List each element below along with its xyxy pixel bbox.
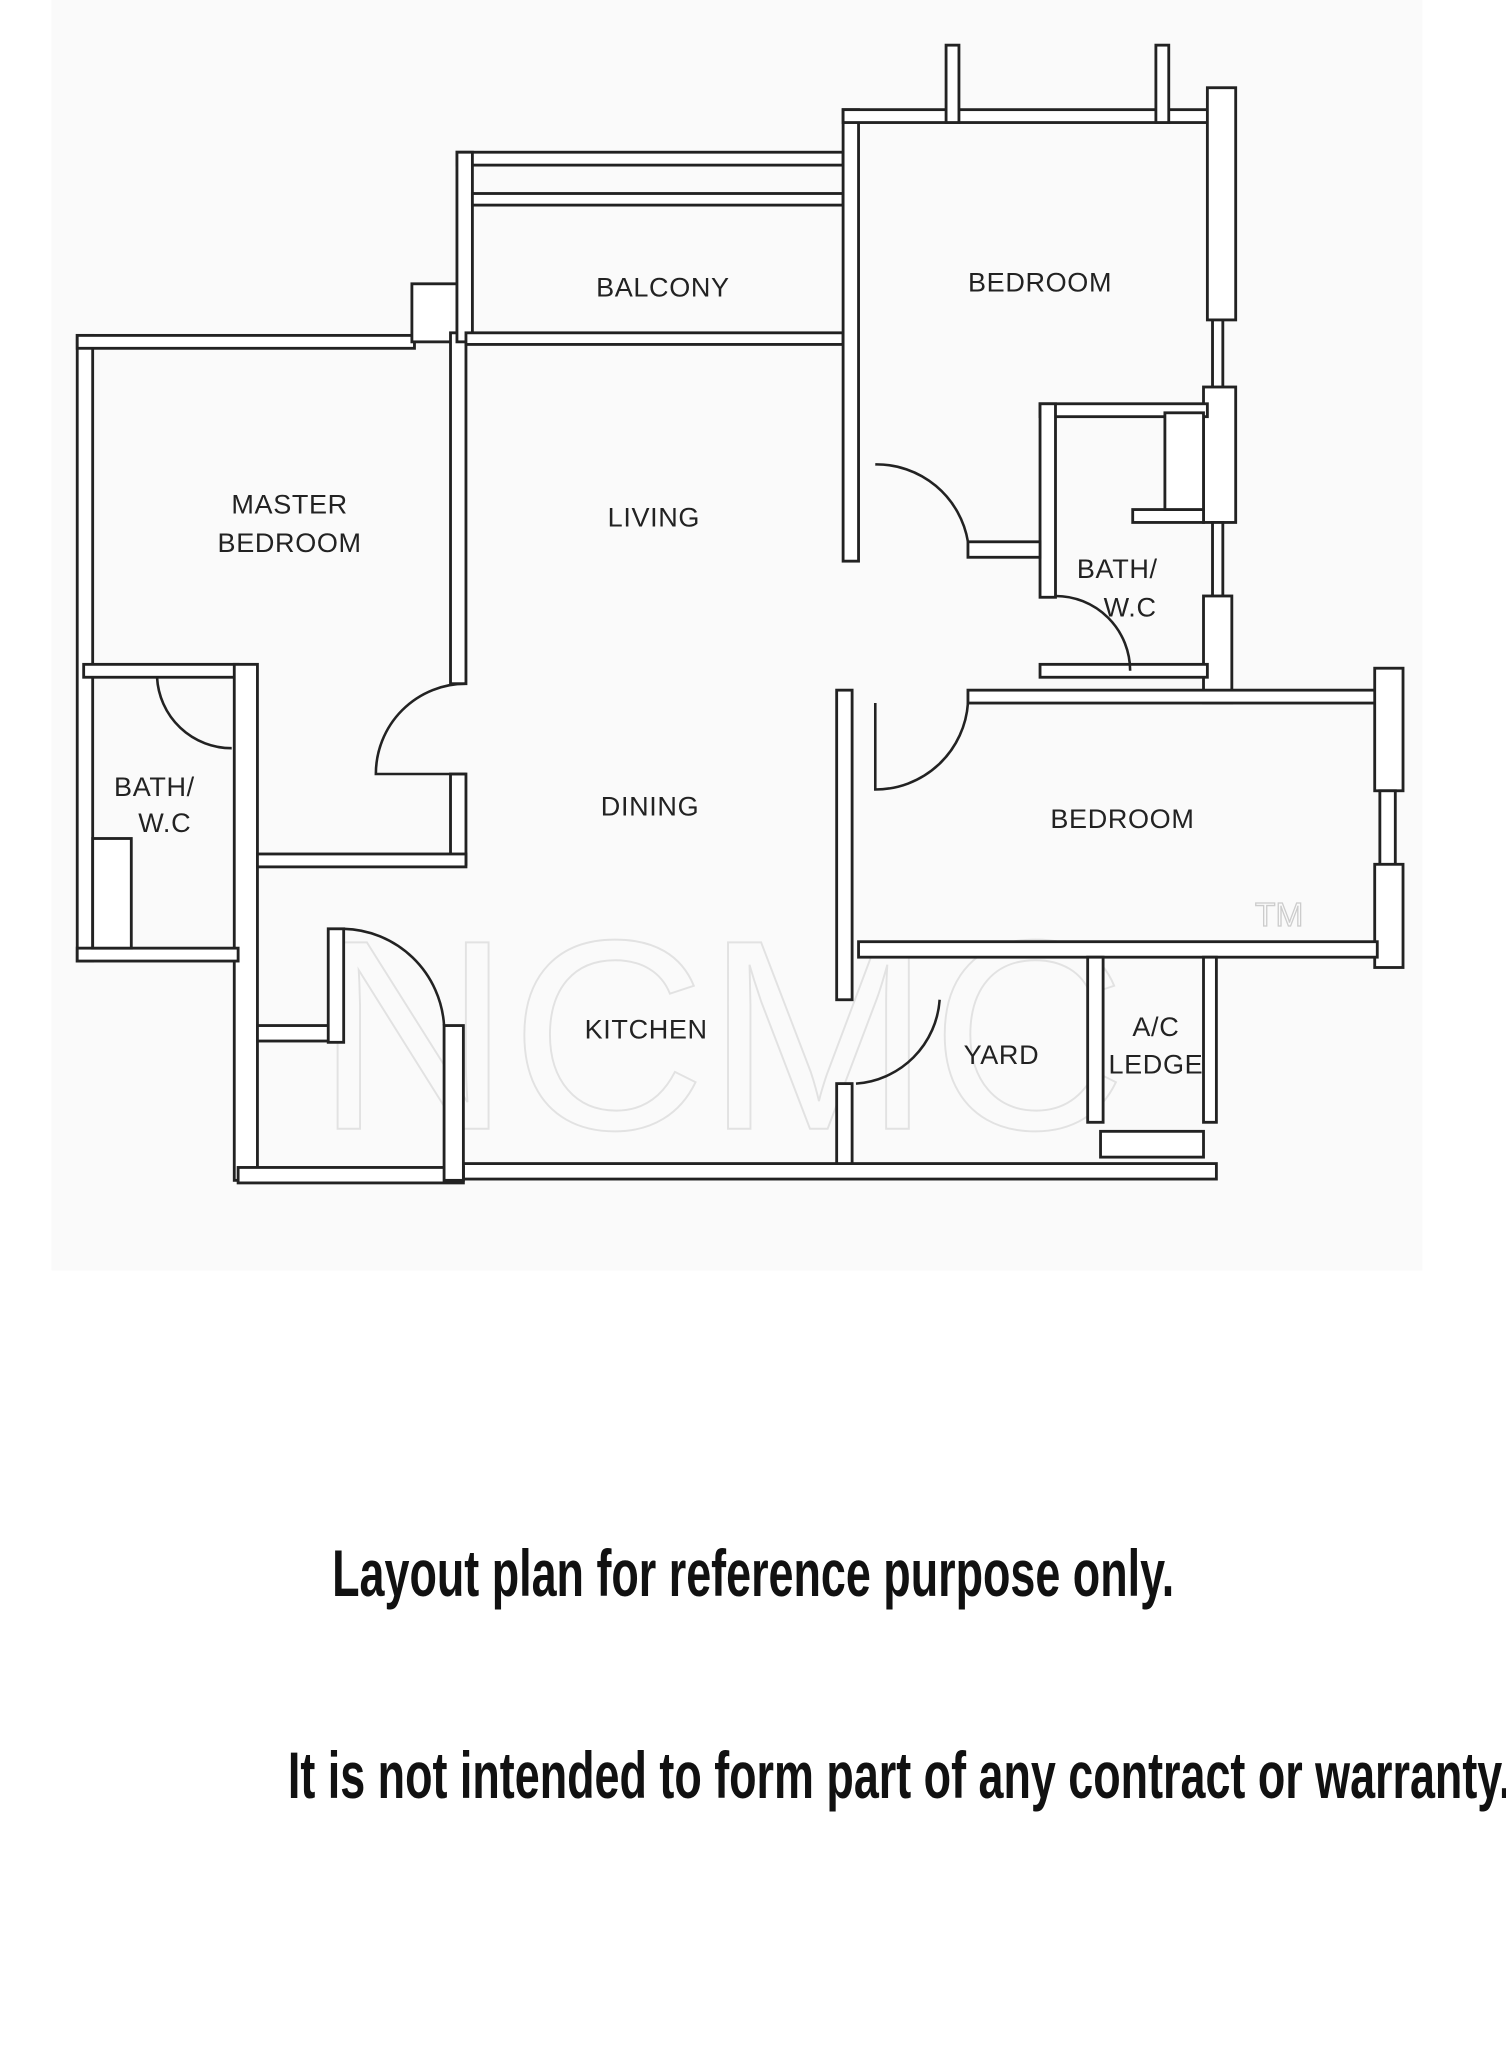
label-living: LIVING xyxy=(608,502,700,532)
label-bath-right-2: W.C xyxy=(1104,593,1157,623)
label-bath-left-2: W.C xyxy=(138,808,191,838)
label-master-1: MASTER xyxy=(231,489,347,519)
label-balcony: BALCONY xyxy=(596,273,730,303)
disclaimer-line-2: It is not intended to form part of any c… xyxy=(287,1738,1506,1812)
label-yard: YARD xyxy=(964,1040,1040,1070)
label-kitchen: KITCHEN xyxy=(585,1014,708,1044)
svg-text:TM: TM xyxy=(1255,897,1303,934)
label-bedroom-right: BEDROOM xyxy=(1050,804,1194,834)
disclaimer-line-1: Layout plan for reference purpose only. xyxy=(331,1536,1175,1610)
plan-background xyxy=(51,0,1423,1271)
walls xyxy=(75,43,1405,1185)
room-labels: BALCONY BEDROOM MASTER BEDROOM LIVING BA… xyxy=(114,268,1203,1080)
label-bedroom-top: BEDROOM xyxy=(968,268,1112,298)
doors xyxy=(155,463,1132,1085)
label-ac-1: A/C xyxy=(1132,1012,1179,1042)
label-ac-2: LEDGE xyxy=(1108,1049,1203,1079)
label-master-2: BEDROOM xyxy=(218,528,362,558)
svg-text:NCMC: NCMC xyxy=(315,884,1126,1186)
label-bath-right-1: BATH/ xyxy=(1077,554,1158,584)
floor-plan-drawing: NCMC TM xyxy=(51,0,1423,1271)
label-dining: DINING xyxy=(601,791,699,821)
label-bath-left-1: BATH/ xyxy=(114,772,195,802)
